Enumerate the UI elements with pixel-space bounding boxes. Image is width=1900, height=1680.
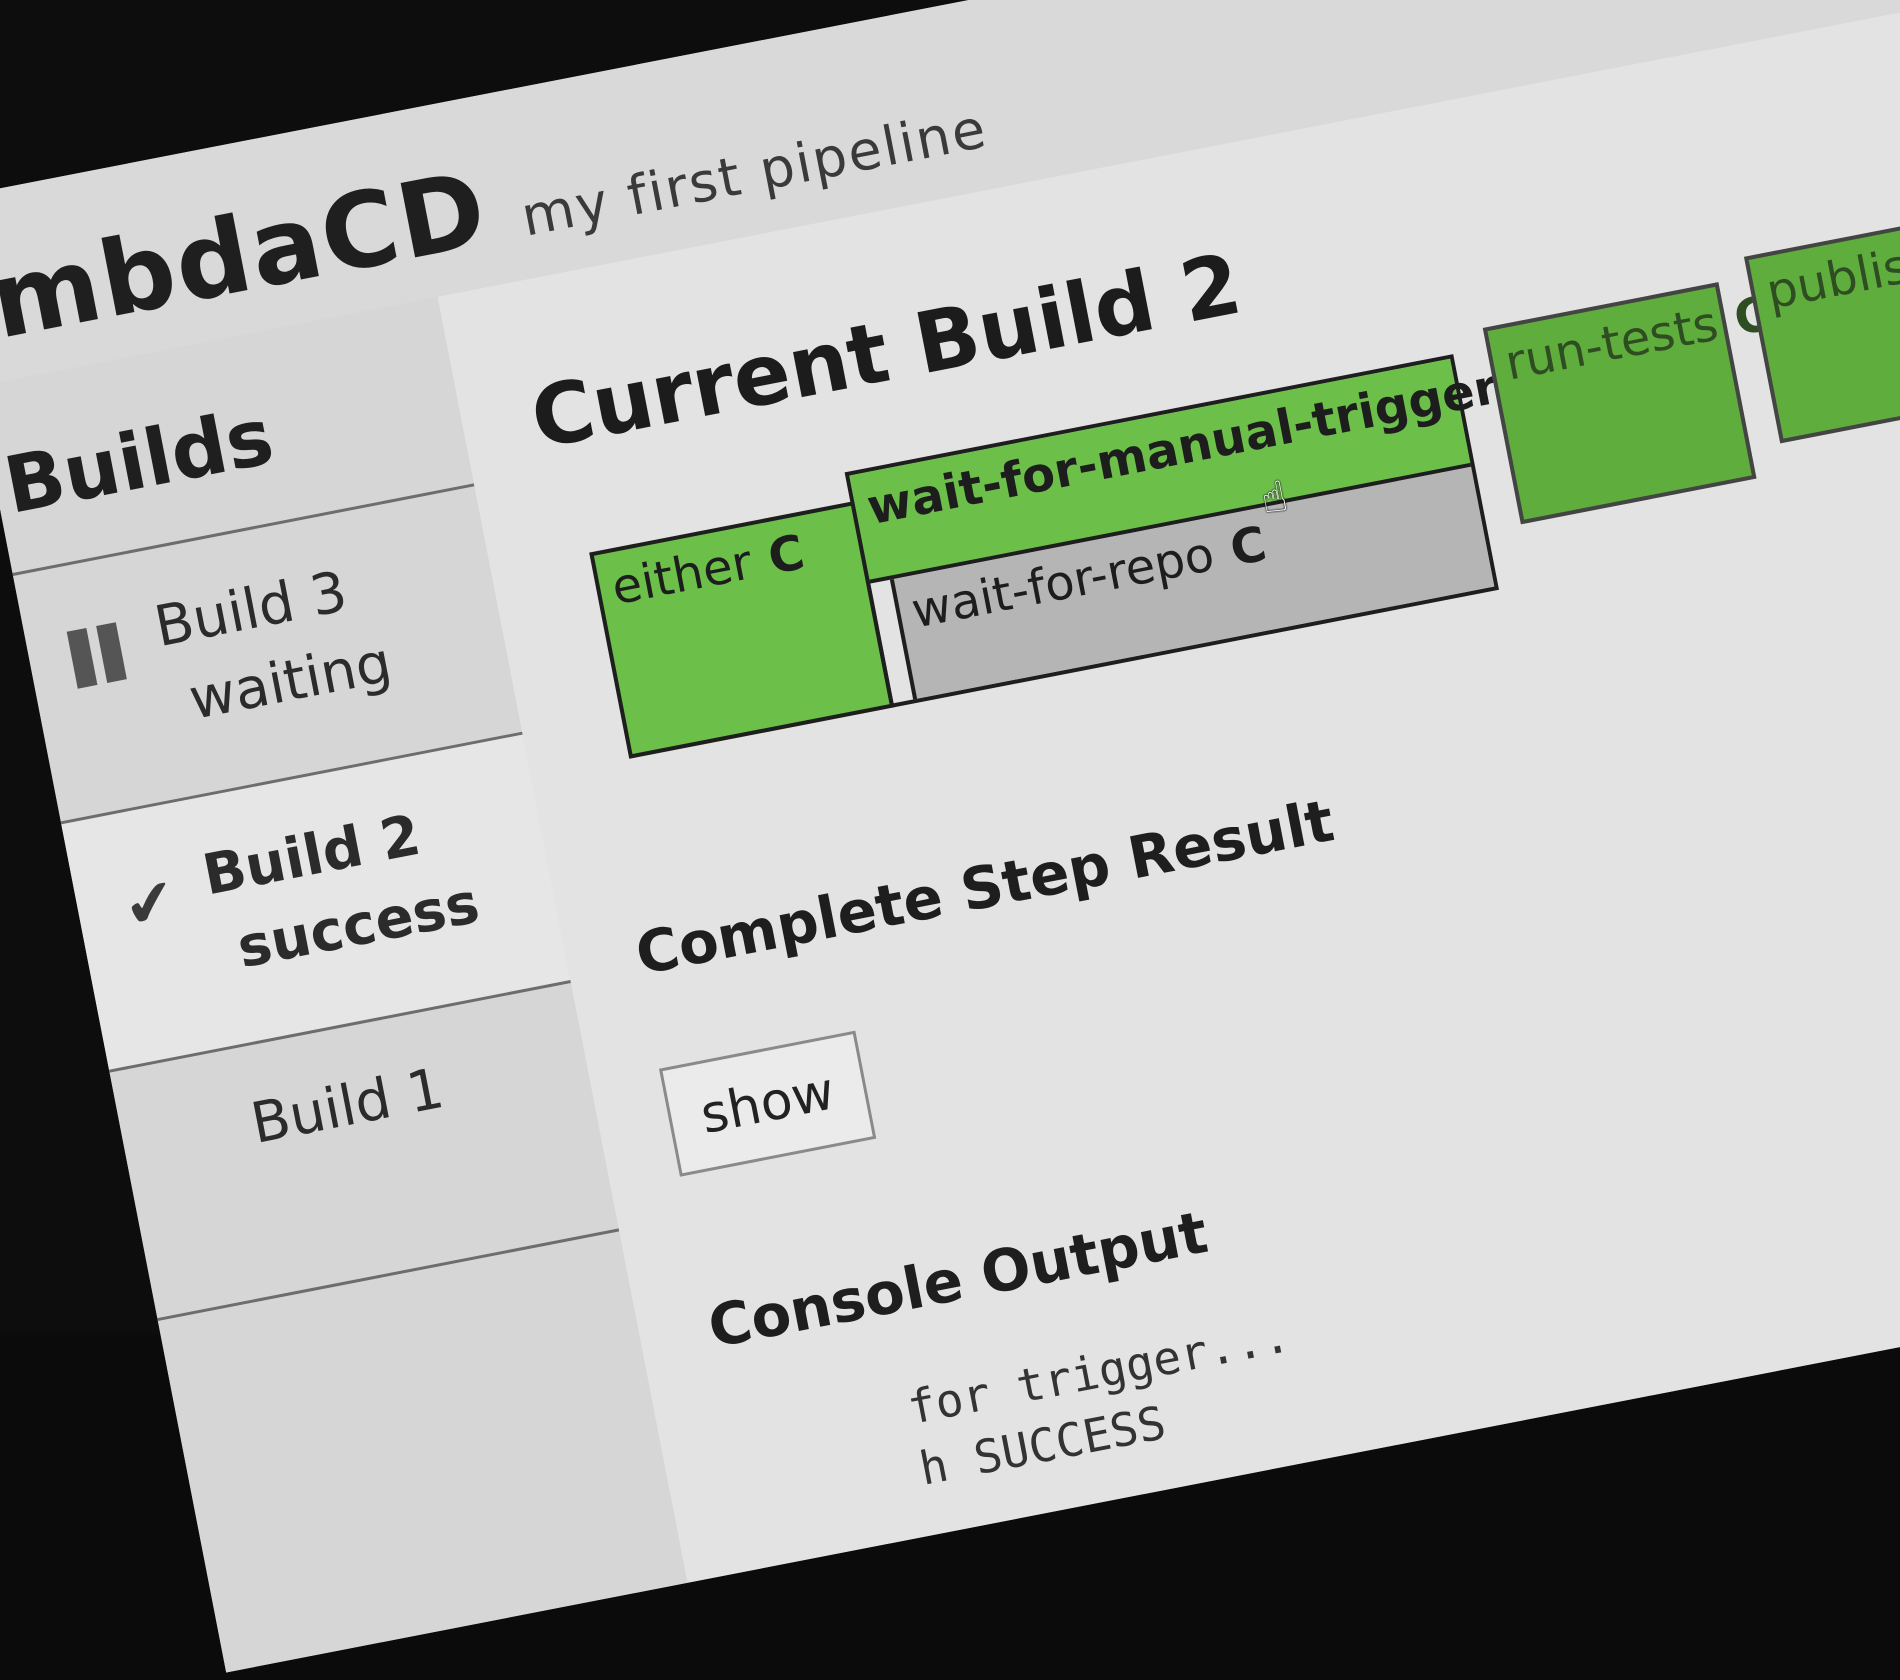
step-result-title: Complete Step Result — [630, 786, 1340, 989]
step-label: run-tests — [1500, 295, 1723, 392]
step-label: either — [607, 534, 757, 617]
retrigger-icon[interactable]: C — [763, 524, 809, 586]
build-name: Build 1 — [246, 1055, 449, 1157]
console-output: for trigger... h SUCCESS — [902, 1304, 1306, 1500]
step-label: publish — [1761, 232, 1900, 321]
pause-icon — [64, 617, 139, 692]
parallel-steps-container: wait-for-manual-triggerC wait-for-repoC … — [844, 349, 1555, 708]
show-step-result-button[interactable]: show — [658, 1030, 877, 1177]
check-icon: ✔ — [117, 862, 183, 944]
retrigger-icon[interactable]: C — [1225, 515, 1271, 578]
